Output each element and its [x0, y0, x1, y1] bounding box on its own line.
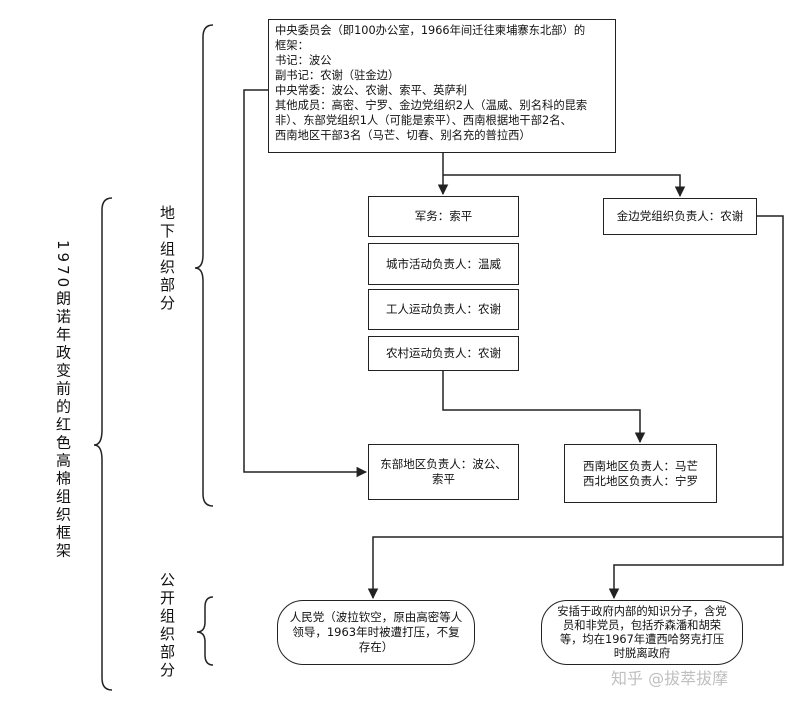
public-label: 公开组织部分 — [158, 572, 176, 680]
underground-brace — [194, 24, 214, 507]
committee-line: 书记：波公 — [275, 54, 332, 67]
arrow-to-phnom-penh — [443, 174, 686, 198]
committee-line: 其他成员：高密、宁罗、金边党组织2人（温威、别名科的昆索 — [275, 99, 588, 112]
intellectuals-line: 安插于政府内部的知识分子，含党 — [557, 604, 727, 618]
military-box: 军务：索平 — [368, 196, 519, 237]
intellectuals-box: 安插于政府内部的知识分子，含党 员和非党员，包括乔森潘和胡荣 等，均在1967年… — [541, 600, 743, 665]
committee-line: 框架： — [275, 39, 309, 52]
east-region-box: 东部地区负责人：波公、 索平 — [368, 444, 519, 500]
urban-activities-box: 城市活动负责人：温威 — [368, 243, 519, 285]
intellectuals-line: 员和非党员，包括乔森潘和胡荣 — [562, 618, 722, 632]
rural-movement-box: 农村运动负责人：农谢 — [368, 336, 519, 371]
public-brace — [196, 596, 214, 666]
arrow-to-peoples-party — [367, 536, 783, 600]
main-title: 1970朗诺年政变前的红色高棉组织框架 — [54, 240, 72, 561]
underground-label: 地下组织部分 — [158, 205, 176, 313]
southwest-region-box: 西南地区负责人：马芒 西北地区负责人：宁罗 — [564, 444, 717, 503]
labor-movement-box: 工人运动负责人：农谢 — [368, 289, 519, 330]
arrow-to-intellectuals — [608, 215, 784, 600]
arrow-to-southwest — [442, 371, 646, 444]
central-committee-box: 中央委员会（即100办公室，1966年间迁往柬埔寨东北部）的 框架： 书记：波公… — [268, 19, 616, 153]
committee-line: 非）、东部党组织1人（可能是索平）、西南根据地干部2名、 — [275, 114, 572, 127]
intellectuals-line: 等，均在1967年遭西哈努克打压 — [559, 632, 725, 646]
committee-line: 中央常委：波公、农谢、索平、英萨利 — [275, 84, 468, 97]
committee-line: 中央委员会（即100办公室，1966年间迁往柬埔寨东北部）的 — [275, 24, 586, 37]
committee-line: 西南地区干部3名（马芒、切春、别名充的普拉西） — [275, 129, 531, 142]
peoples-party-line: 领导，1963年时被遭打压，不复 — [292, 625, 460, 639]
phnom-penh-party-box: 金边党组织负责人：农谢 — [603, 198, 757, 235]
southwest-line: 西南地区负责人：马芒 — [583, 458, 698, 473]
intellectuals-line: 时脱离政府 — [613, 646, 671, 660]
peoples-party-line: 人民党（波拉钦空，原由高密等人 — [289, 610, 463, 624]
main-brace — [93, 197, 113, 691]
arrow-to-east — [243, 89, 368, 478]
east-line: 东部地区负责人：波公、 — [380, 457, 507, 471]
watermark: 知乎 @拔萃拔摩 — [611, 669, 729, 688]
committee-line: 副书记：农谢（驻金边） — [275, 69, 400, 82]
peoples-party-line: 存在） — [358, 640, 394, 654]
peoples-party-box: 人民党（波拉钦空，原由高密等人 领导，1963年时被遭打压，不复 存在） — [277, 600, 475, 665]
east-line: 索平 — [432, 472, 455, 486]
southwest-line: 西北地区负责人：宁罗 — [583, 473, 698, 488]
